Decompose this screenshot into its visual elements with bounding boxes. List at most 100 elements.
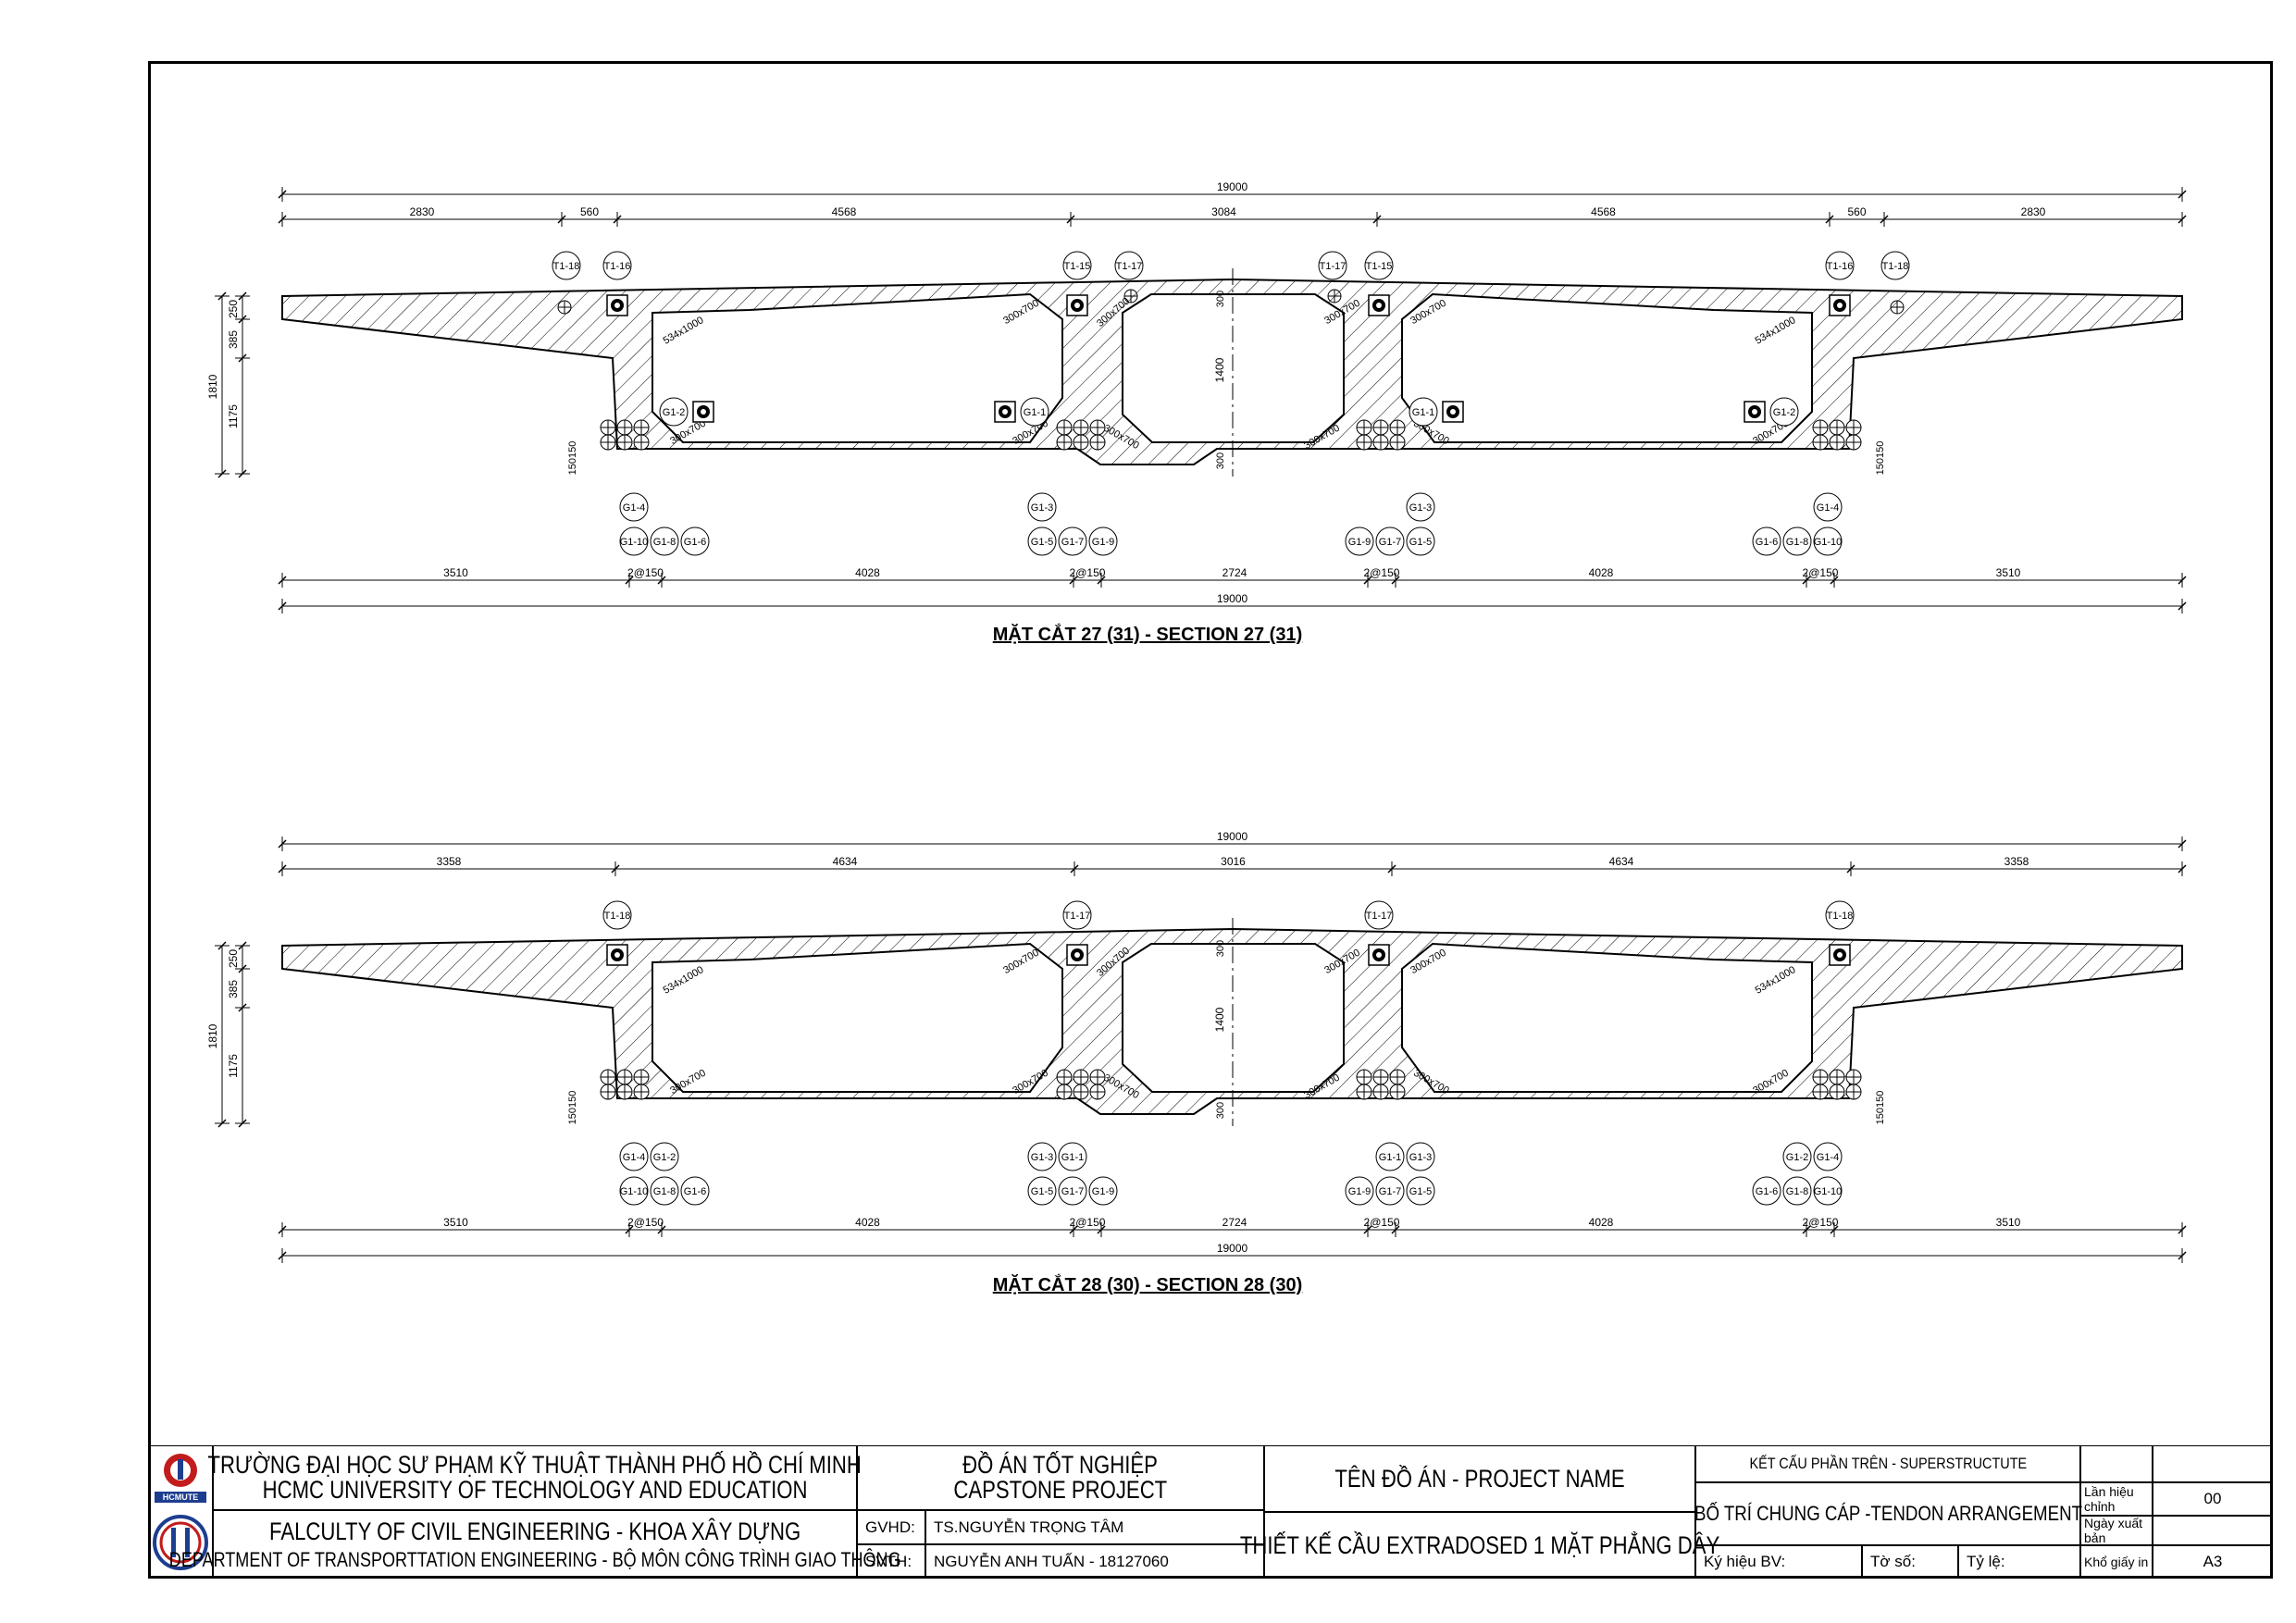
dimension-text: 1810: [206, 1023, 219, 1048]
dimension-tick: [613, 215, 622, 224]
dimension-tick: [2178, 601, 2187, 611]
tendon-tag: [1813, 492, 1843, 522]
tendon-tag-label: G1-5: [1031, 537, 1053, 548]
tendon-tag: [1825, 900, 1855, 930]
tendon-tag: [659, 397, 689, 427]
dimension-tick: [1363, 576, 1372, 585]
dimension-tick: [238, 964, 247, 973]
tendon-tag-label: G1-8: [1786, 1186, 1808, 1197]
tendon-tag-label: T1-18: [604, 911, 631, 922]
dimension-text: 4568: [832, 205, 857, 218]
tendon-tag-label: G1-4: [623, 502, 645, 514]
dimension-text: 3016: [1221, 855, 1246, 868]
tendon-tag-label: G1-7: [1061, 537, 1084, 548]
web-haunch-label: 300x700: [1001, 948, 1041, 977]
dimension-text: 150150: [1875, 1091, 1886, 1125]
tendon-tag-label: G1-1: [1024, 407, 1046, 418]
tendon-tag-label: T1-16: [1827, 261, 1854, 272]
dimension-text: 2@150: [1070, 1216, 1106, 1229]
box-girder-section: [281, 278, 2183, 465]
dimension-tick: [238, 1119, 247, 1128]
web-haunch-label: 534x1000: [662, 315, 706, 347]
lan-hieu-chinh-label: Lần hiệu chỉnh: [2080, 1482, 2153, 1516]
tendon-tag-label: G1-4: [1817, 502, 1839, 514]
tendon-tag: [1364, 900, 1394, 930]
dimension-text: 4634: [1609, 855, 1634, 868]
tendon-tag: [1345, 527, 1374, 556]
tendon-tag-label: G1-8: [1786, 537, 1808, 548]
tendon-tag: [619, 1142, 649, 1171]
dimension-tick: [1830, 576, 1839, 585]
dimension-text: 385: [227, 980, 240, 998]
logo-cell: HCMUTE: [148, 1445, 213, 1579]
dimension-text: 3358: [437, 855, 462, 868]
dimension-tick: [278, 1251, 287, 1260]
dimension-tick: [278, 839, 287, 849]
dimension-tick: [1846, 864, 1855, 873]
dimension-tick: [278, 864, 287, 873]
web-haunch-label: 534x1000: [1754, 964, 1798, 997]
ngay-xuat-ban-value: [2153, 1516, 2273, 1545]
tendon-tag-label: T1-18: [553, 261, 580, 272]
tendon-tag-label: G1-10: [1814, 537, 1843, 548]
dimension-text: 150150: [567, 1091, 578, 1125]
school-name-vn: TRƯỜNG ĐẠI HỌC SƯ PHẠM KỸ THUẬT THÀNH PH…: [207, 1451, 863, 1479]
dimension-text: 300: [1215, 1102, 1226, 1119]
gvhd-name: TS.NGUYỄN TRỌNG TÂM: [925, 1510, 1264, 1544]
dimension-text: 250: [227, 949, 240, 968]
dimension-tick: [1802, 576, 1811, 585]
box-girder-section: [281, 927, 2183, 1115]
tendon-tag: [1062, 251, 1092, 280]
tendon-tag: [619, 527, 649, 556]
dimension-tick: [238, 1003, 247, 1012]
dimension-text: 2@150: [627, 1216, 664, 1229]
tendon-tag: [1375, 1142, 1405, 1171]
kho-giay-label: Khổ giấy in: [2080, 1545, 2153, 1579]
dimension-text: 3084: [1211, 205, 1236, 218]
tendon-tag-label: G1-10: [1814, 1186, 1843, 1197]
dimension-text: 3510: [443, 566, 468, 579]
dimension-tick: [1097, 576, 1106, 585]
tendon-duct-core: [1074, 303, 1080, 308]
dimension-text: 19000: [1217, 180, 1248, 193]
tendon-tag: [1782, 527, 1812, 556]
tendon-tag: [1027, 492, 1057, 522]
tendon-tag: [1769, 397, 1799, 427]
lan-hieu-chinh-value: 00: [2153, 1482, 2273, 1516]
dimension-text: 4028: [855, 566, 880, 579]
tendon-duct-core: [1376, 303, 1382, 308]
dimension-text: 2@150: [1364, 1216, 1400, 1229]
dimension-tick: [557, 215, 566, 224]
dimension-tick: [625, 576, 634, 585]
dimension-tick: [278, 601, 287, 611]
dimension-text: 300: [1215, 452, 1226, 469]
dimension-tick: [625, 1225, 634, 1234]
dimension-text: 2@150: [1803, 1216, 1839, 1229]
dimension-text: 3510: [1996, 566, 2021, 579]
tendon-tag: [1020, 397, 1049, 427]
dimension-text: 4028: [1589, 566, 1614, 579]
tendon-tag: [1058, 1176, 1087, 1206]
dimension-text: 2724: [1222, 1216, 1247, 1229]
dimension-text: 300: [1215, 940, 1226, 957]
tendon-tag-label: G1-6: [1756, 537, 1778, 548]
dimension-text: 1400: [1213, 1007, 1226, 1032]
tendon-duct-core: [1837, 303, 1843, 308]
tendon-duct-core: [1074, 952, 1080, 958]
dimension-tick: [2178, 576, 2187, 585]
revision-top-blank-2: [2153, 1445, 2273, 1482]
tendon-tag-label: G1-1: [1412, 407, 1434, 418]
svth-name: NGUYỄN ANH TUẤN - 18127060: [925, 1544, 1264, 1579]
tendon-tag: [680, 527, 710, 556]
project-type-en: CAPSTONE PROJECT: [953, 1476, 1168, 1504]
tendon-tag: [602, 900, 632, 930]
project-name-label: TÊN ĐỒ ÁN - PROJECT NAME: [1334, 1464, 1625, 1493]
to-so-label: Tờ số:: [1862, 1545, 1958, 1579]
dimension-tick: [611, 864, 620, 873]
dimension-text: 4028: [1589, 1216, 1614, 1229]
tendon-duct-core: [614, 952, 620, 958]
tendon-tag-label: T1-18: [1882, 261, 1909, 272]
dimension-tick: [1830, 1225, 1839, 1234]
tendon-duct-core: [1376, 952, 1382, 958]
tendon-duct-core: [1450, 409, 1456, 415]
